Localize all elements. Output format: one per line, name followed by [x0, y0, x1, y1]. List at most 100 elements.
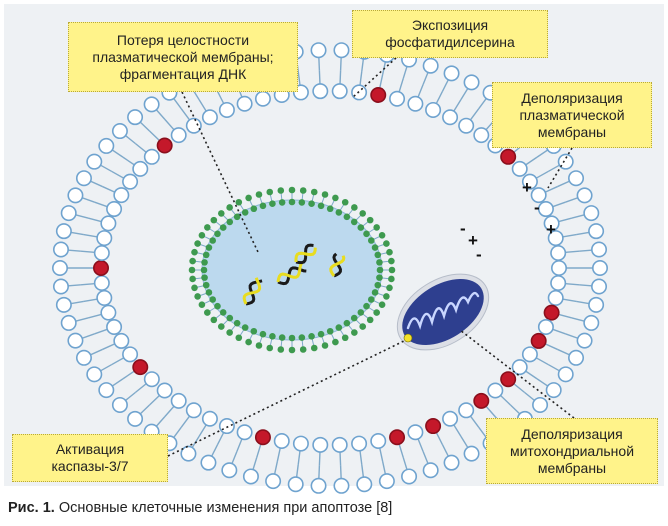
label-membrane-loss: Потеря целостности плазматической мембра…	[68, 22, 298, 92]
nuclear-lipid-head	[317, 202, 325, 210]
nuclear-lipid-head	[226, 329, 233, 336]
label-ps-exposure-line-2: фосфатидилсерина	[385, 34, 515, 50]
lipid-head-outer	[545, 382, 562, 399]
nuclear-lipid-head	[188, 266, 196, 274]
nuclear-lipid-tail	[199, 243, 208, 248]
lipid-head-inner	[106, 201, 123, 218]
lipid-head-inner	[106, 318, 123, 335]
lipid-head-outer	[588, 296, 605, 313]
dna-strand	[245, 279, 263, 306]
leader-mito-depolarization	[459, 329, 575, 419]
nuclear-lipid-head	[388, 275, 395, 283]
nuclear-lipid-head	[278, 334, 286, 341]
nuclear-lipid-tail	[196, 285, 205, 288]
label-mito-depolarization-line-2: митохондриальной	[509, 442, 635, 459]
nuclear-lipid-head	[200, 266, 208, 274]
nuclear-lipid-head	[374, 281, 382, 289]
lipid-head-inner	[236, 424, 253, 441]
nuclear-lipid-head	[378, 231, 386, 239]
nuclear-lipid-tail	[194, 277, 203, 280]
lipid-head-outer	[60, 205, 77, 222]
nuclear-lipid-head	[343, 213, 351, 221]
lipid-head-outer	[591, 241, 608, 258]
nuclear-lipid-tail	[355, 214, 362, 221]
lipid-head-outer	[557, 366, 574, 383]
nuclear-lipid-head	[266, 188, 274, 196]
nuclear-lipid-head	[373, 224, 380, 231]
nuclear-lipid-head	[363, 302, 370, 310]
mitochondrion-cristae	[406, 291, 480, 330]
charge-plus-1: +	[522, 178, 532, 197]
nuclear-lipid-head	[201, 259, 208, 266]
lipid-head-outer	[333, 42, 350, 59]
lipid-head-inner	[547, 230, 564, 247]
lipid-head-outer	[356, 476, 373, 493]
lipid-head-outer	[86, 153, 103, 170]
lipid-head-inner	[122, 346, 139, 363]
lipid-head-outer	[127, 410, 144, 427]
nuclear-lipid-tail	[330, 199, 335, 208]
lipid-head-outer	[576, 332, 593, 349]
nuclear-lipid-tail	[203, 235, 212, 241]
nuclear-lipid-tail	[339, 203, 345, 211]
label-pm-depolarization-line-3: мембраны	[537, 123, 607, 140]
nuclear-lipid-head	[310, 188, 318, 196]
phosphatidylserine-head	[473, 392, 490, 409]
label-pm-depolarization-line-2: плазматической	[519, 106, 625, 123]
nuclear-lipid-head	[217, 323, 225, 330]
nuclear-lipid-head	[321, 342, 329, 349]
lipid-head-inner	[537, 318, 554, 335]
nuclear-lipid-tail	[230, 324, 237, 332]
nuclear-lipid-head	[198, 301, 206, 309]
nuclear-lipid-tail	[301, 339, 304, 348]
lipid-head-inner	[511, 160, 528, 177]
nuclear-lipid-head	[194, 293, 201, 300]
dna-fragment	[329, 252, 346, 278]
nuclear-lipid-tail	[249, 332, 254, 341]
nuclear-lipid-tail	[372, 299, 381, 305]
nuclear-lipid-tail	[330, 332, 335, 341]
phosphatidylserine-head	[530, 332, 547, 349]
nuclear-lipid-head	[288, 346, 296, 354]
lipid-head-outer	[67, 187, 84, 204]
phosphatidylserine-head	[370, 86, 387, 103]
charge-plus-2: +	[546, 220, 556, 239]
nuclear-lipid-head	[373, 309, 380, 316]
lipid-head-outer	[443, 454, 460, 471]
nuclear-lipid-head	[214, 302, 221, 310]
nuclear-lipid-head	[288, 186, 296, 194]
nuclear-lipid-head	[233, 213, 241, 221]
nuclear-lipid-head	[277, 346, 285, 353]
lipid-head-inner	[100, 304, 117, 321]
nuclear-lipid-head	[209, 237, 217, 244]
lipid-head-inner	[218, 101, 235, 118]
nuclear-lipid-head	[357, 309, 365, 316]
nuclear-lipid-head	[308, 200, 315, 208]
lipid-head-inner	[96, 230, 113, 247]
lipid-head-outer	[143, 96, 160, 113]
nuclear-lipid-head	[201, 274, 208, 281]
lipid-head-outer	[588, 223, 605, 240]
nuclear-lipid-head	[241, 209, 249, 216]
dna-strand	[329, 255, 346, 277]
nuclear-lipid-head	[388, 266, 396, 274]
lipid-head-outer	[463, 445, 480, 462]
nuclear-lipid-tail	[301, 192, 304, 201]
nuclear-lipid-head	[366, 316, 374, 324]
lipid-head-inner	[550, 244, 567, 261]
lipid-head-inner	[511, 359, 528, 376]
figure-caption: Рис. 1. Основные клеточные изменения при…	[8, 500, 392, 516]
phosphatidylserine-head	[156, 137, 173, 154]
nuclear-lipid-head	[371, 244, 379, 251]
lipid-head-inner	[530, 187, 547, 204]
lipid-head-inner	[218, 418, 235, 435]
lipid-head-outer	[422, 57, 439, 74]
lipid-head-outer	[378, 473, 395, 490]
nuclear-lipid-head	[204, 309, 211, 316]
lipid-head-inner	[185, 402, 202, 419]
nuclear-lipid-tail	[367, 228, 376, 234]
nuclear-lipid-head	[205, 289, 213, 296]
label-caspase-line-2: каспазы-3/7	[51, 458, 129, 474]
nuclear-lipid-head	[359, 210, 367, 217]
nuclear-lipid-head	[298, 199, 306, 206]
